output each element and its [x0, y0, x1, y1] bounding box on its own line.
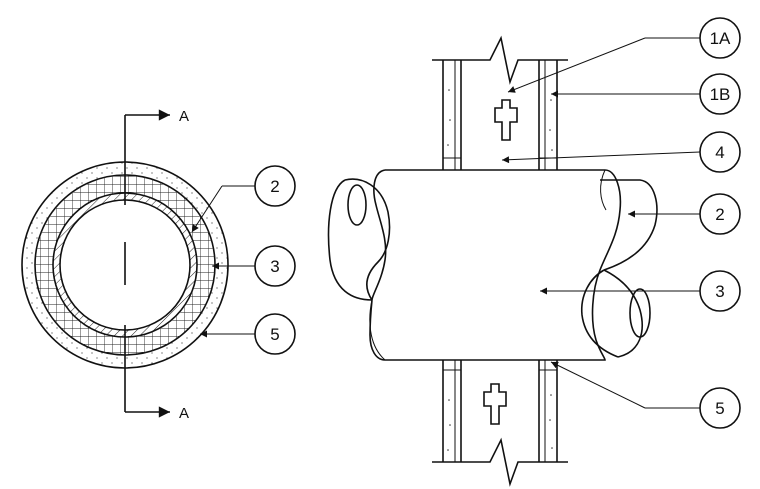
callout-label: 3 [270, 257, 279, 276]
stud-cross-upper [494, 99, 518, 141]
callout-2-right: 2 [628, 193, 741, 235]
elevation-view [327, 35, 658, 487]
callout-label: 3 [715, 282, 724, 301]
section-label-top: A [179, 108, 189, 125]
callout-1a: 1A [507, 17, 741, 93]
pipe [327, 178, 658, 358]
section-view: A A [20, 108, 230, 422]
callout-3-right: 3 [540, 270, 741, 312]
callout-label: 5 [715, 399, 724, 418]
callout-2-left: 2 [191, 165, 296, 233]
callout-5-left: 5 [200, 313, 296, 355]
callout-label: 2 [715, 205, 724, 224]
callout-label: 5 [270, 325, 279, 344]
section-label-bottom: A [179, 405, 189, 422]
callout-label: 4 [715, 143, 724, 162]
callout-label: 1B [710, 85, 731, 104]
callout-3-left: 3 [212, 245, 296, 287]
insulation-jacket [369, 169, 622, 361]
callout-5-right: 5 [550, 361, 741, 429]
callout-1b: 1B [551, 73, 741, 115]
wall-lower [432, 360, 568, 487]
callout-label: 1A [710, 29, 731, 48]
wall-upper [432, 35, 568, 170]
stud-cross-lower [483, 383, 507, 425]
callout-4: 4 [501, 131, 741, 173]
callout-label: 2 [270, 177, 279, 196]
